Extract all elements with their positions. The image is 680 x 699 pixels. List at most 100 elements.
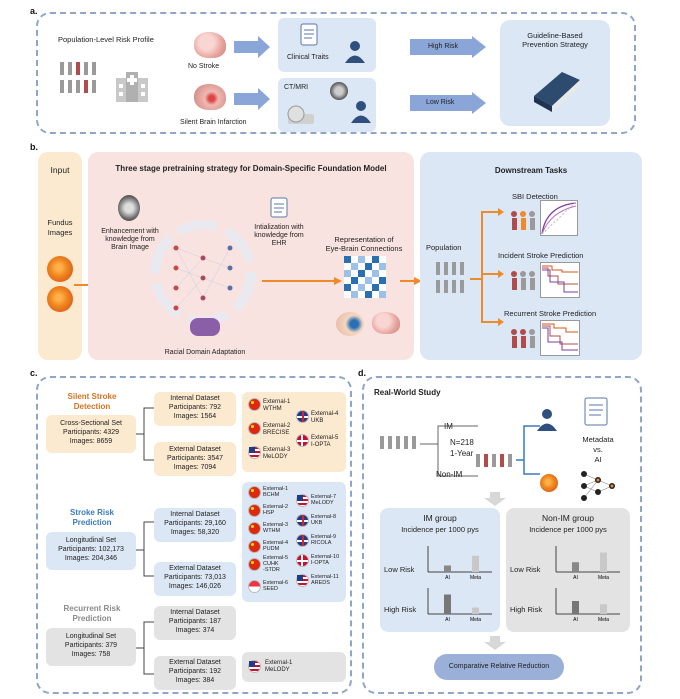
high-risk-arrow [410,36,486,58]
silent-brain-infarction-label: Silent Brain Infarction [180,119,247,126]
bar-meta [600,604,607,614]
silent-internal-box [154,392,236,426]
split-connector [516,425,540,475]
matrix-cell [365,291,372,298]
recurrent-long-line3: Images: 758 [71,651,111,658]
matrix-cell [365,284,372,291]
matrix-cell [379,284,386,291]
bar-ai [572,601,579,614]
downstream-box [420,152,642,360]
book-icon [534,72,580,112]
risk-ext9-label: External-9 RICOLA [311,534,337,547]
risk-ext6-label: External-6 SEED [263,580,289,593]
im-group-box [380,508,500,632]
silent-stroke-title-line2: Detection [73,402,111,411]
longitudinal-box [46,532,136,570]
matrix-cell [372,291,379,298]
panel-c-frame [36,376,352,694]
non-im-group-box [506,508,630,632]
cross-sectional-line2: Participants: 4329 [62,429,120,436]
person-icon [60,62,64,75]
person-icon [380,436,384,449]
risk-internal-line3: Images: 58,320 [170,529,220,536]
tick-label: AI [573,617,578,623]
person-icon [484,454,488,467]
doctor-icon [351,101,371,123]
metadata-label: Metadata [582,435,614,444]
brain-icon [194,32,226,58]
person-icon [404,436,408,449]
low-risk-label: Low Risk [426,99,455,106]
matrix-cell [351,291,358,298]
risk-ext2-label: External-2 HSP [263,504,289,517]
person-icon [412,436,416,449]
uk-flag-icon [296,514,309,527]
tick-label: AI [445,617,450,623]
recurrent-title-line1: Recurrent Risk [63,604,121,613]
ai-label: AI [594,455,602,464]
recurrent-external-box [154,656,236,690]
im-low-risk-label: Low Risk [384,565,415,574]
result-label: Comparative Relative Reduction [448,663,550,670]
china-flag-icon [248,504,261,517]
silent-internal-line2: Participants: 792 [168,404,222,411]
risk-internal-line1: Internal Dataset [170,511,220,518]
tick-label: Meta [470,575,481,581]
matrix-cell [358,256,365,263]
people-icon [511,329,535,348]
fundus-image-icon [47,256,73,282]
risk-title-line2: Prediction [72,518,112,527]
cross-sectional-line3: Images: 8659 [69,438,113,445]
matrix-cell [365,256,372,263]
clipboard-icon [270,197,288,218]
china-flag-icon [248,540,261,553]
person-icon [460,280,464,293]
person-icon [452,280,456,293]
matrix-cell [365,263,372,270]
silent-ext2-label: External-2 BRECISE [263,423,291,436]
person-icon [92,80,96,93]
brain-scan-icon [118,195,140,221]
matrix-cell [344,263,351,270]
person-icon [476,454,480,467]
tick-label: Meta [470,617,481,623]
downstream-title: Downstream Tasks [494,166,568,175]
mri-scan-icon [330,82,348,100]
arrow-icon [400,277,422,285]
matrix-cell [379,270,386,277]
recurrent-external-line1: External Dataset [169,659,221,666]
non-im-label: Non-IM [436,470,463,479]
us-flag-icon [296,574,309,587]
arrow-icon [262,277,342,285]
down-arrow-icon [484,492,506,506]
matrix-cell [344,277,351,284]
fundus-line2: Images [47,228,73,237]
branch-arrows [470,208,504,326]
us-flag-icon [248,446,261,459]
bar-meta [472,607,479,614]
init-line3: EHR [271,240,287,247]
matrix-cell [372,284,379,291]
representation-matrix [344,256,386,298]
person-icon [444,262,448,275]
risk-ext5-label: External-5 CUHK -STDR [263,555,289,573]
real-world-title: Real-World Study [374,388,441,397]
matrix-cell [365,277,372,284]
cross-sectional-line1: Cross-Sectional Set [60,420,122,427]
non-im-incidence-label: Incidence per 1000 pys [529,525,607,534]
matrix-cell [344,256,351,263]
person-icon [500,454,504,467]
neural-network-icon [150,220,256,326]
im-incidence-label: Incidence per 1000 pys [401,525,479,534]
recurrent-longitudinal-box [46,628,136,666]
silent-internal-line3: Images: 1564 [173,413,217,420]
panel-d-label: d. [358,368,366,378]
longitudinal-line2: Participants: 102,173 [58,546,124,553]
person-icon [452,262,456,275]
matrix-cell [344,270,351,277]
china-flag-icon [248,522,261,535]
matrix-cell [372,270,379,277]
fundus-image-icon [47,286,73,312]
input-title: Input [50,165,70,175]
